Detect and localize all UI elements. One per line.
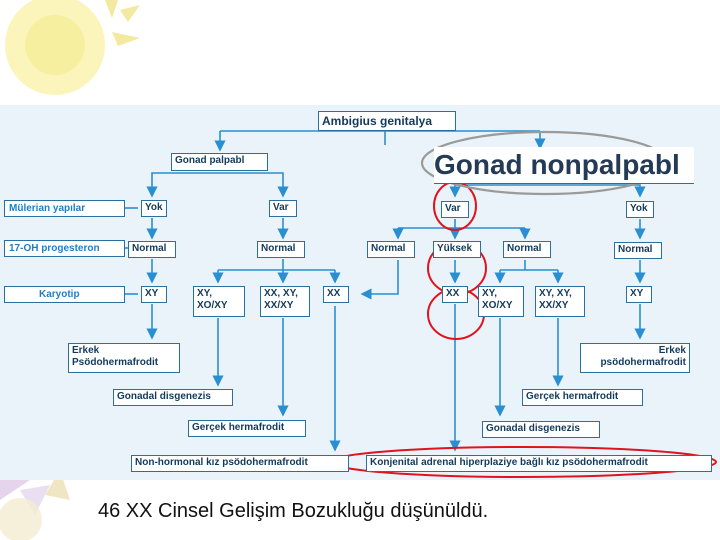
row-label-karyotip: Karyotip: [4, 286, 125, 303]
diagnosis-male-pseudo-left: Erkek Psödohermafrodit: [68, 343, 180, 373]
gonad-palpabl-box: Gonad palpabl: [171, 153, 268, 171]
karyo-2: XY, XO/XY: [193, 286, 245, 317]
slide-caption: 46 XX Cinsel Gelişim Bozukluğu düşünüldü…: [98, 500, 488, 523]
karyo-4: XX: [323, 286, 349, 303]
ohp-normal-3: Normal: [367, 241, 415, 258]
karyo-8: XY: [626, 286, 652, 303]
mullerian-right-yok: Yok: [626, 201, 654, 218]
karyo-6: XY, XO/XY: [478, 286, 524, 317]
ohp-normal-4: Normal: [503, 241, 551, 258]
ohp-normal-5: Normal: [614, 242, 662, 259]
diagnosis-gonadal-left: Gonadal disgenezis: [113, 389, 233, 406]
karyo-1: XY: [141, 286, 167, 303]
diagnosis-gerçek-left: Gerçek hermafrodit: [188, 420, 306, 437]
root-ambigius-genitalya: Ambigius genitalya: [318, 111, 456, 131]
ohp-normal-2: Normal: [257, 241, 305, 258]
karyo-3: XX, XY, XX/XY: [260, 286, 310, 317]
mullerian-left-var: Var: [269, 200, 297, 217]
mullerian-right-var: Var: [441, 201, 469, 218]
diagnosis-gonadal-right: Gonadal disgenezis: [482, 421, 600, 438]
ohp-yuksek: Yüksek: [433, 241, 481, 258]
karyo-5: XX: [442, 286, 468, 303]
ohp-normal-1: Normal: [128, 241, 176, 258]
gonad-nonpalpabl-title: Gonad nonpalpabl: [434, 147, 694, 184]
diagnosis-nonhormonal: Non-hormonal kız psödohermafrodit: [131, 455, 349, 472]
diagnosis-male-pseudo-right: Erkek psödohermafrodit: [580, 343, 690, 373]
diagnosis-cah: Konjenital adrenal hiperplaziye bağlı kı…: [366, 455, 712, 472]
row-label-mullerian: Mülerian yapılar: [4, 200, 125, 217]
diagnosis-gerçek-right: Gerçek hermafrodit: [522, 389, 643, 406]
row-label-17oh: 17-OH progesteron: [4, 240, 125, 257]
karyo-7: XY, XY, XX/XY: [535, 286, 585, 317]
mullerian-left-yok: Yok: [141, 200, 167, 217]
